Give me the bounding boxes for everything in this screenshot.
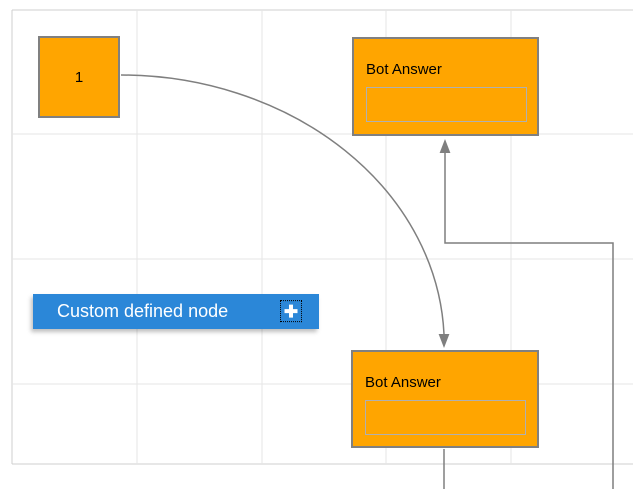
node-1-label: 1 xyxy=(74,68,84,86)
arrowhead-up-icon xyxy=(439,139,451,153)
plus-icon xyxy=(281,301,301,321)
bot-answer-title: Bot Answer xyxy=(366,61,442,78)
add-handle[interactable] xyxy=(280,299,302,322)
connector-elbow-to-top-answer[interactable] xyxy=(444,153,614,489)
bot-answer-title: Bot Answer xyxy=(365,374,441,391)
connectors xyxy=(120,74,614,489)
arrowhead-down-icon xyxy=(438,334,450,348)
bot-answer-node-bottom[interactable]: Bot Answer xyxy=(351,350,539,448)
custom-defined-node[interactable]: Custom defined node xyxy=(33,294,319,329)
node-1[interactable]: 1 xyxy=(38,36,120,118)
custom-defined-node-label: Custom defined node xyxy=(57,301,229,321)
bot-answer-node-top[interactable]: Bot Answer xyxy=(352,37,539,136)
connector-curve-node1-to-bottom-answer[interactable] xyxy=(120,74,445,335)
bot-answer-field[interactable] xyxy=(366,87,527,122)
bot-answer-field[interactable] xyxy=(365,400,526,435)
page-borders xyxy=(11,9,633,465)
